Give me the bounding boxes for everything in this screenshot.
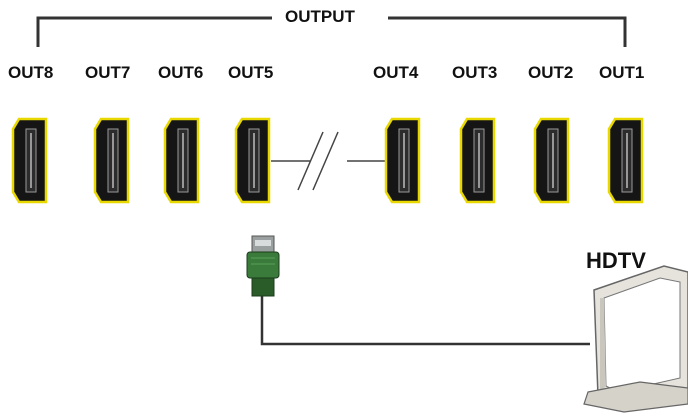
hdmi-port-out1 bbox=[607, 117, 644, 204]
output-label: OUTPUT bbox=[285, 7, 355, 26]
hdmi-cable bbox=[260, 296, 590, 346]
hdmi-port-out4 bbox=[384, 117, 421, 204]
hdmi-plug-icon bbox=[246, 235, 280, 297]
hdmi-port-out5 bbox=[234, 117, 271, 204]
port-label-out5: OUT5 bbox=[228, 63, 274, 82]
output-bracket bbox=[36, 16, 627, 47]
hdtv-label: HDTV bbox=[586, 248, 646, 273]
port-label-out1: OUT1 bbox=[599, 63, 645, 82]
port-label-out4: OUT4 bbox=[373, 63, 419, 82]
hdmi-ports bbox=[11, 117, 644, 204]
port-label-out3: OUT3 bbox=[452, 63, 498, 82]
port-label-out7: OUT7 bbox=[85, 63, 131, 82]
port-gap-connector bbox=[271, 131, 386, 191]
hdmi-port-out8 bbox=[11, 117, 48, 204]
hdmi-port-out7 bbox=[93, 117, 130, 204]
hdmi-port-out6 bbox=[163, 117, 200, 204]
hdmi-port-out2 bbox=[533, 117, 570, 204]
hdmi-port-out3 bbox=[459, 117, 496, 204]
port-label-out6: OUT6 bbox=[158, 63, 204, 82]
hdtv-monitor-icon bbox=[583, 265, 688, 413]
port-label-out2: OUT2 bbox=[528, 63, 574, 82]
port-label-out8: OUT8 bbox=[8, 63, 54, 82]
